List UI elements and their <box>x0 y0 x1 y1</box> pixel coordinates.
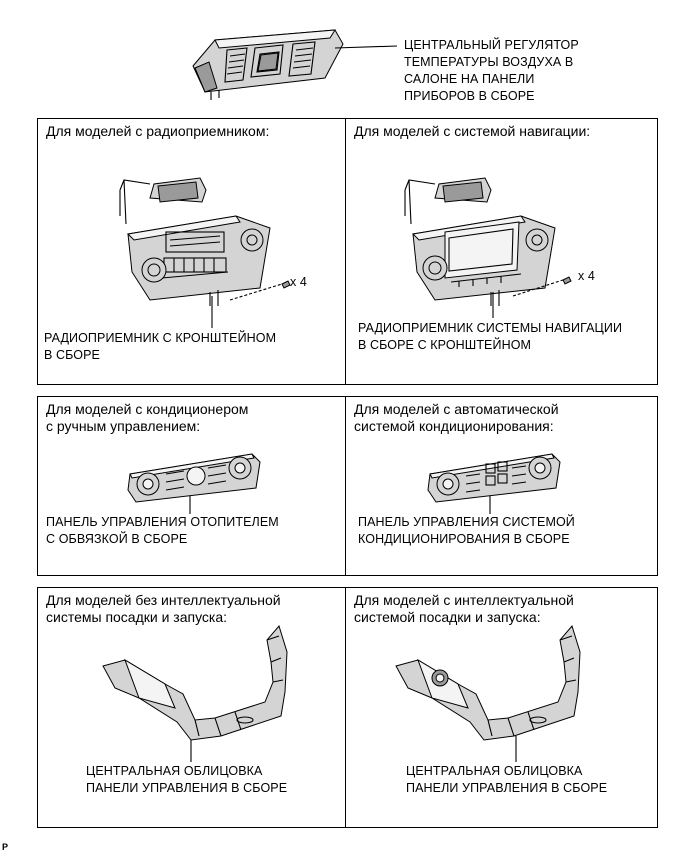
radio-section-divider <box>345 118 347 385</box>
radio-heading: Для моделей с радиоприемником: <box>46 123 270 139</box>
auto-ac-heading: Для моделей с автоматической <box>354 401 559 417</box>
radio-section-box <box>37 118 658 385</box>
auto-ac-caption-line: ПАНЕЛЬ УПРАВЛЕНИЯ СИСТЕМОЙ <box>358 515 575 529</box>
navi-heading: Для моделей с системой навигации: <box>354 123 591 139</box>
navi-caption-line: В СБОРЕ С КРОНШТЕЙНОМ <box>358 338 532 352</box>
finish-panel-illustration <box>102 624 288 762</box>
center-vent-illustration <box>192 29 398 100</box>
manual-ac-caption-line: С ОБВЯЗКОЙ В СБОРЕ <box>46 532 188 546</box>
ac-section-divider <box>345 396 347 576</box>
radio-bolt-qty: x 4 <box>290 275 307 289</box>
vent-label-line: ЦЕНТРАЛЬНЫЙ РЕГУЛЯТОР <box>404 38 579 52</box>
auto-ac-control-panel-illustration <box>427 453 561 503</box>
smart-key-heading: Для моделей с интеллектуальной <box>354 592 574 608</box>
footer-mark: P <box>2 842 9 852</box>
ac-section-box <box>37 396 658 576</box>
auto-ac-caption-line: КОНДИЦИОНИРОВАНИЯ В СБОРЕ <box>358 532 570 546</box>
no-smart-key-caption-line: ЦЕНТРАЛЬНАЯ ОБЛИЦОВКА <box>86 764 263 778</box>
no-smart-key-heading: Для моделей без интеллектуальной <box>46 592 281 608</box>
heater-control-panel-illustration <box>127 453 261 503</box>
smart-key-caption-line: ЦЕНТРАЛЬНАЯ ОБЛИЦОВКА <box>406 764 583 778</box>
smart-key-caption-line: ПАНЕЛИ УПРАВЛЕНИЯ В СБОРЕ <box>406 781 608 795</box>
manual-ac-heading: Для моделей с кондиционером <box>46 401 249 417</box>
navigation-receiver-illustration <box>404 177 572 306</box>
no-smart-key-heading: системы посадки и запуска: <box>46 609 228 625</box>
auto-ac-heading: системой кондиционирования: <box>354 418 554 434</box>
radio-receiver-illustration <box>119 177 291 306</box>
vent-label-line: САЛОНЕ НА ПАНЕЛИ <box>404 72 535 86</box>
radio-caption-line: В СБОРЕ <box>44 348 100 362</box>
radio-caption-line: РАДИОПРИЕМНИК С КРОНШТЕЙНОМ <box>44 331 277 345</box>
trim-section-divider <box>345 587 347 828</box>
no-smart-key-caption-line: ПАНЕЛИ УПРАВЛЕНИЯ В СБОРЕ <box>86 781 288 795</box>
vent-label-line: ПРИБОРОВ В СБОРЕ <box>404 89 535 103</box>
manual-ac-caption-line: ПАНЕЛЬ УПРАВЛЕНИЯ ОТОПИТЕЛЕМ <box>46 515 279 529</box>
trim-section-box <box>37 587 658 828</box>
navi-caption-line: РАДИОПРИЕМНИК СИСТЕМЫ НАВИГАЦИИ <box>358 321 623 335</box>
manual-ac-heading: с ручным управлением: <box>46 418 201 434</box>
finish-panel-smart-key-illustration <box>395 624 581 762</box>
navi-bolt-qty: x 4 <box>578 269 595 283</box>
smart-key-heading: системой посадки и запуска: <box>354 609 541 625</box>
vent-label-line: ТЕМПЕРАТУРЫ ВОЗДУХА В <box>404 55 574 69</box>
